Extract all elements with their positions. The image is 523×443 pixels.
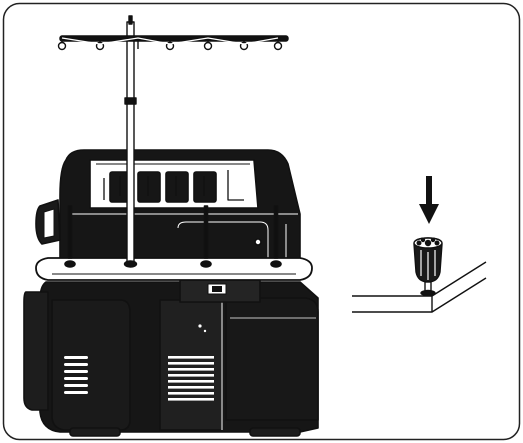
spool-pin-icon xyxy=(203,205,209,259)
stand-spool-pins xyxy=(64,205,282,268)
thread-guide-bar xyxy=(57,35,289,51)
thread-stand-base xyxy=(35,257,313,281)
spool-pin-icon xyxy=(67,205,73,259)
looper-cover xyxy=(159,299,223,431)
serger-machine xyxy=(23,15,319,437)
machine-foot-left xyxy=(69,427,121,437)
vent-slots-center xyxy=(168,356,214,401)
machine-left-side xyxy=(23,291,49,411)
machine-front-panel xyxy=(51,299,131,431)
machine-right-side xyxy=(225,297,319,421)
spool-pin-icon xyxy=(273,205,279,259)
down-arrow-icon xyxy=(419,176,439,224)
thread-stand-rod xyxy=(123,15,138,268)
table-edge xyxy=(352,261,487,313)
spool-pin-icon xyxy=(413,237,443,297)
vent-slots-left xyxy=(64,356,88,394)
spool-pin-detail xyxy=(352,176,487,313)
thread-guides xyxy=(103,170,244,201)
machine-foot-right xyxy=(249,427,301,437)
